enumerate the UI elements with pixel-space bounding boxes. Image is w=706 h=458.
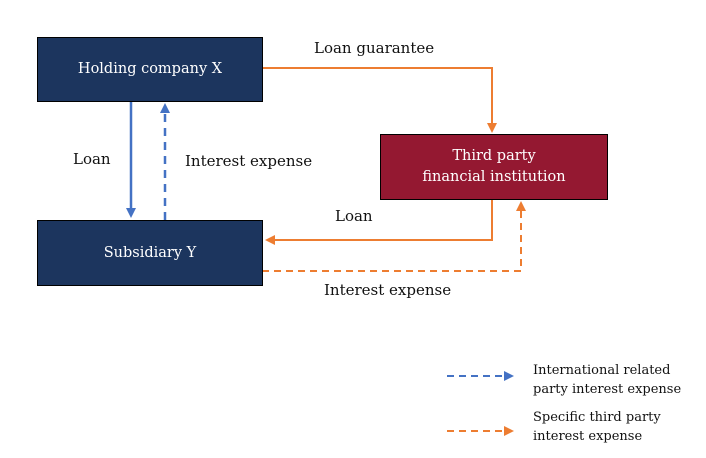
legend-line2: interest expense	[533, 429, 643, 444]
legend-item-related-party: International related party interest exp…	[533, 361, 681, 399]
bank-interest-arrow	[262, 201, 526, 272]
third-party-node: Third party financial institution	[380, 134, 608, 200]
legend-line2: party interest expense	[533, 382, 682, 397]
legend-item-third-party: Specific third party interest expense	[533, 408, 661, 446]
third-party-label: Third party financial institution	[422, 148, 566, 185]
bank-loan-arrow	[265, 199, 493, 245]
subsidiary-label: Subsidiary Y	[103, 244, 197, 261]
holding-loan-label: Loan	[73, 150, 111, 168]
bank-interest-label: Interest expense	[324, 281, 452, 299]
holding-interest-label: Interest expense	[185, 152, 313, 170]
legend-line1: International related	[533, 363, 671, 378]
bank-loan-label: Loan	[335, 207, 373, 225]
legend-line1: Specific third party	[533, 410, 661, 425]
loan-guarantee-arrow	[262, 67, 497, 133]
holding-company-label: Holding company X	[77, 61, 223, 77]
subsidiary-node: Subsidiary Y	[37, 220, 263, 286]
holding-company-node: Holding company X	[37, 37, 263, 102]
loan-guarantee-label: Loan guarantee	[314, 39, 435, 57]
